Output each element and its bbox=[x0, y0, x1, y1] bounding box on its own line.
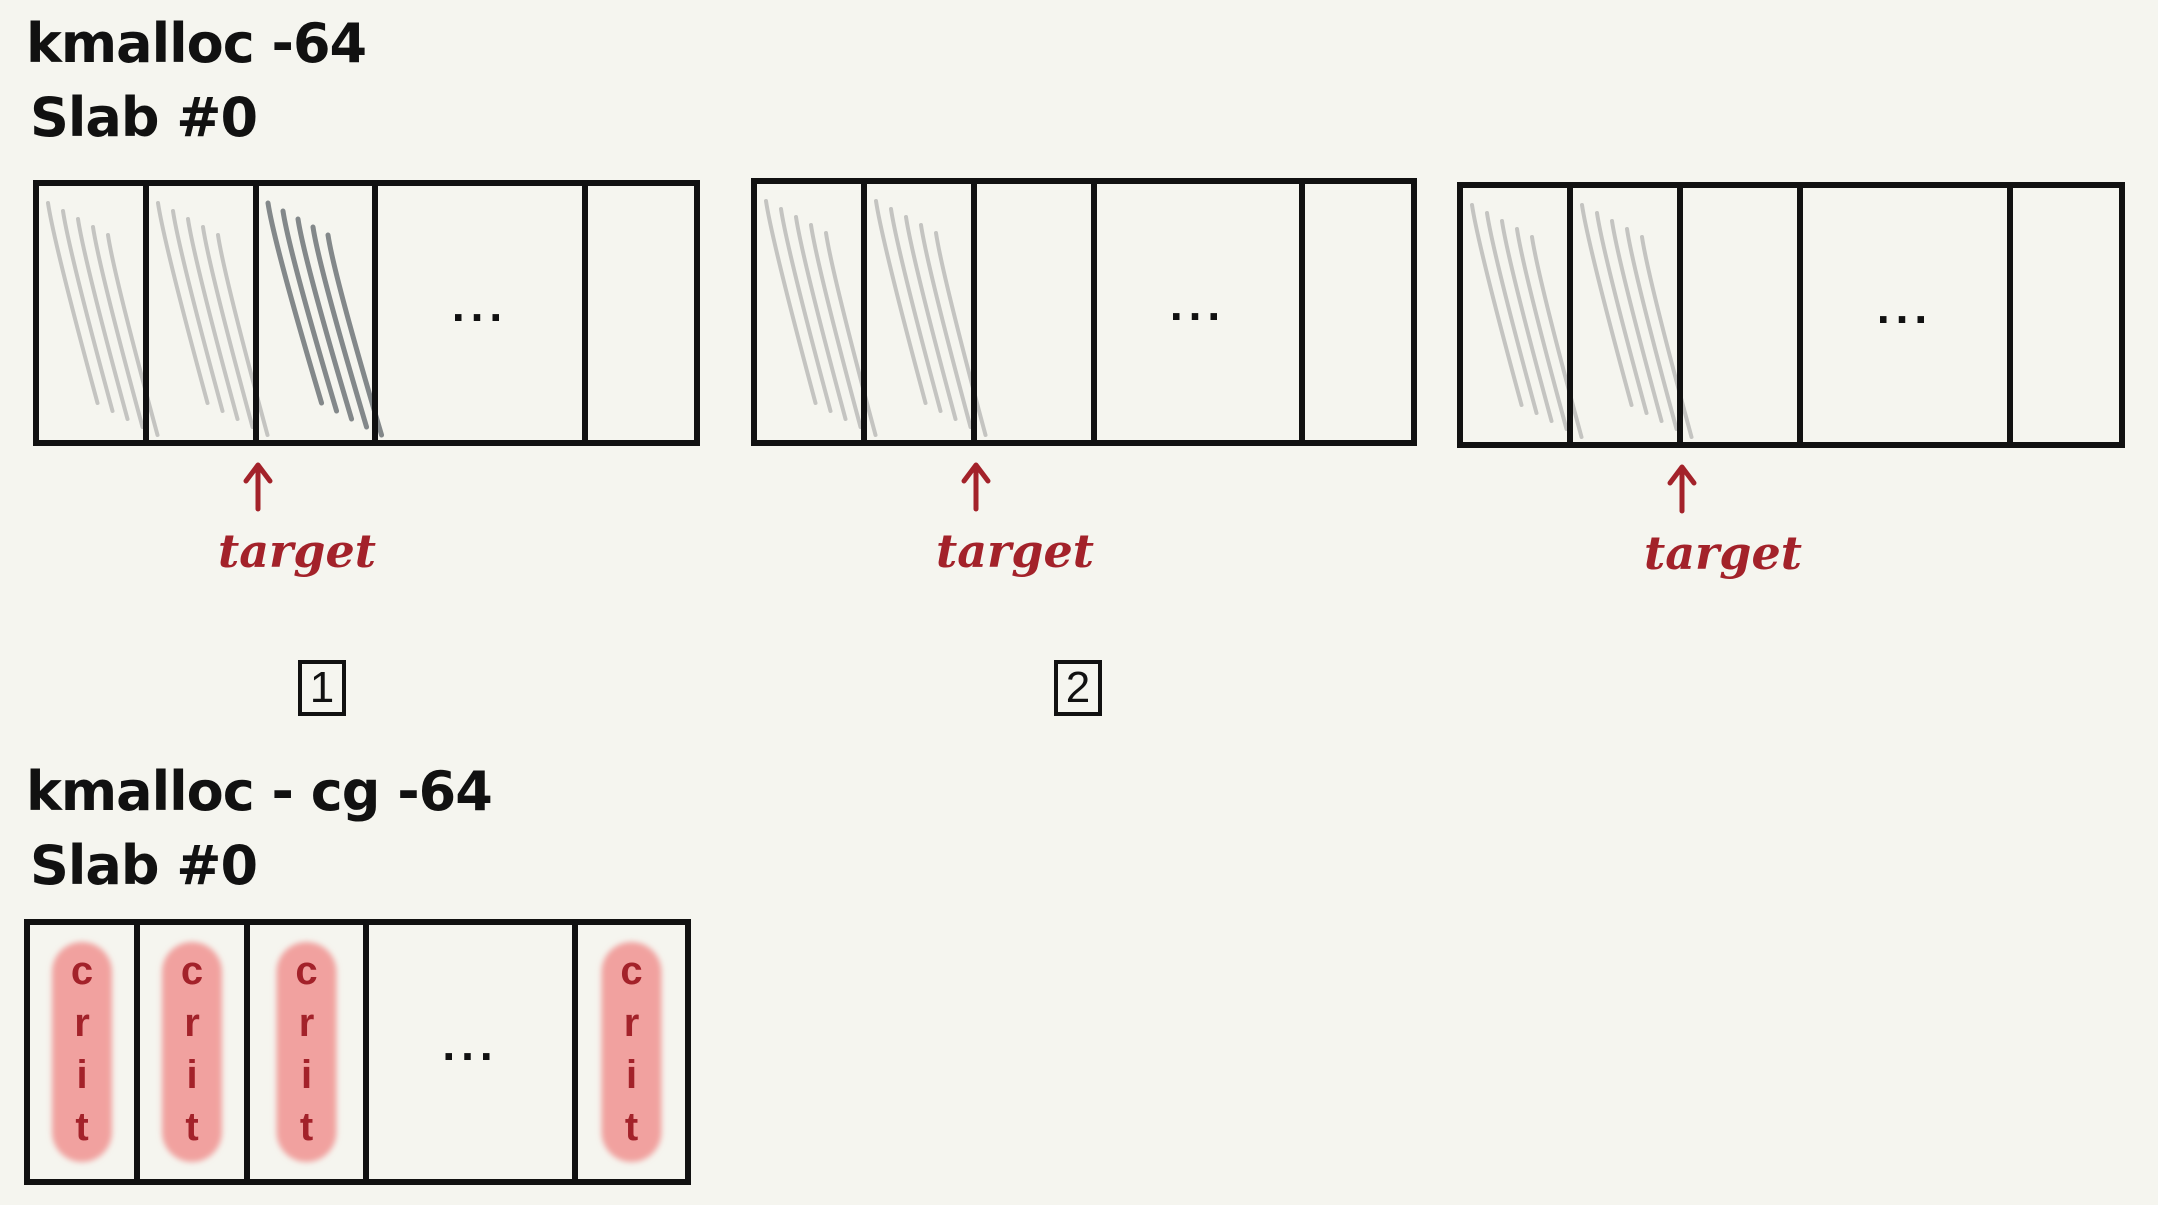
top-slab-diagrams: ......... bbox=[33, 178, 2125, 514]
target-label-1: target bbox=[218, 524, 376, 578]
hatch-stroke bbox=[280, 208, 340, 414]
crit-letter: i bbox=[301, 1053, 312, 1097]
slab-cell-filled bbox=[764, 199, 878, 437]
hatch-stroke bbox=[904, 215, 958, 421]
crit-letter: i bbox=[76, 1053, 87, 1097]
hatch-stroke bbox=[310, 224, 370, 430]
crit-letter: i bbox=[626, 1053, 637, 1097]
slab-frame bbox=[1457, 182, 2125, 448]
slab-cell-filled bbox=[156, 201, 270, 437]
slab-frame bbox=[751, 178, 1417, 446]
slab-frame bbox=[33, 180, 700, 446]
hatch-stroke bbox=[794, 215, 848, 421]
crit-letter: t bbox=[625, 1105, 638, 1149]
hatch-stroke bbox=[186, 217, 240, 421]
target-arrow bbox=[1667, 464, 1697, 514]
hatch-stroke bbox=[919, 223, 973, 429]
target-label-3: target bbox=[1644, 526, 1802, 580]
step-badge-2: 2 bbox=[1054, 660, 1102, 716]
crit-letter: t bbox=[185, 1105, 198, 1149]
slab-cell-ellipsis: ... bbox=[1170, 278, 1226, 330]
crit-letter: r bbox=[624, 1001, 640, 1045]
top-slab-name: Slab #0 bbox=[30, 86, 258, 149]
crit-capsule bbox=[52, 942, 112, 1162]
crit-letter: t bbox=[300, 1105, 313, 1149]
hatch-stroke bbox=[156, 201, 210, 405]
crit-letter: r bbox=[299, 1001, 315, 1045]
hatch-stroke bbox=[201, 225, 255, 429]
target-label-2: target bbox=[936, 524, 1094, 578]
crit-capsule bbox=[601, 942, 662, 1162]
hatch-stroke bbox=[295, 216, 355, 422]
hatch-stroke bbox=[889, 207, 943, 413]
hatch-stroke bbox=[1485, 211, 1539, 415]
crit-letter: c bbox=[181, 949, 203, 993]
slab-cell-filled bbox=[1580, 203, 1694, 439]
crit-letter: t bbox=[75, 1105, 88, 1149]
hatch-stroke bbox=[1470, 203, 1524, 407]
hatch-stroke bbox=[1625, 227, 1679, 431]
crit-letter: r bbox=[74, 1001, 90, 1045]
hatch-stroke bbox=[91, 225, 145, 429]
slab-frame bbox=[24, 919, 691, 1185]
target-arrow bbox=[243, 462, 273, 512]
hatch-stroke bbox=[265, 200, 325, 406]
crit-letter: c bbox=[295, 949, 317, 993]
crit-capsule bbox=[162, 942, 222, 1162]
slab-cell-filled-dark bbox=[265, 200, 385, 438]
slab-cell-ellipsis: ... bbox=[452, 279, 508, 331]
hatch-stroke bbox=[1515, 227, 1569, 431]
ellipsis-label: ... bbox=[452, 279, 508, 331]
hatch-stroke bbox=[1610, 219, 1664, 423]
hatch-stroke bbox=[764, 199, 818, 405]
crit-letter: r bbox=[184, 1001, 200, 1045]
slab-diagram-2: ... bbox=[751, 178, 1417, 512]
bottom-slab-name: Slab #0 bbox=[30, 834, 258, 897]
hatch-stroke bbox=[46, 201, 100, 405]
step-badge-1: 1 bbox=[298, 660, 346, 716]
top-cache-name: kmalloc -64 bbox=[26, 12, 367, 75]
hatch-stroke bbox=[809, 223, 863, 429]
hatch-stroke bbox=[325, 232, 385, 438]
ellipsis-label: ... bbox=[442, 1018, 498, 1070]
ellipsis-label: ... bbox=[1170, 278, 1226, 330]
hatch-stroke bbox=[76, 217, 130, 421]
crit-letter: i bbox=[186, 1053, 197, 1097]
crit-capsule bbox=[276, 942, 337, 1162]
target-arrow bbox=[961, 462, 991, 512]
hatch-stroke bbox=[61, 209, 115, 413]
hatch-stroke bbox=[874, 199, 928, 405]
slab-cell-ellipsis: ... bbox=[1877, 281, 1933, 333]
hatch-stroke bbox=[1595, 211, 1649, 415]
hatch-stroke bbox=[779, 207, 833, 413]
slab-cell-ellipsis: ... bbox=[442, 1018, 498, 1070]
hatch-stroke bbox=[1580, 203, 1634, 407]
hatch-stroke bbox=[1500, 219, 1554, 423]
ellipsis-label: ... bbox=[1877, 281, 1933, 333]
bottom-cache-name: kmalloc - cg -64 bbox=[26, 760, 493, 823]
slab-diagram-1: ... bbox=[33, 180, 700, 512]
hatch-stroke bbox=[171, 209, 225, 413]
crit-letter: c bbox=[71, 949, 93, 993]
slab-diagram-3: ... bbox=[1457, 182, 2125, 514]
crit-letter: c bbox=[620, 949, 642, 993]
